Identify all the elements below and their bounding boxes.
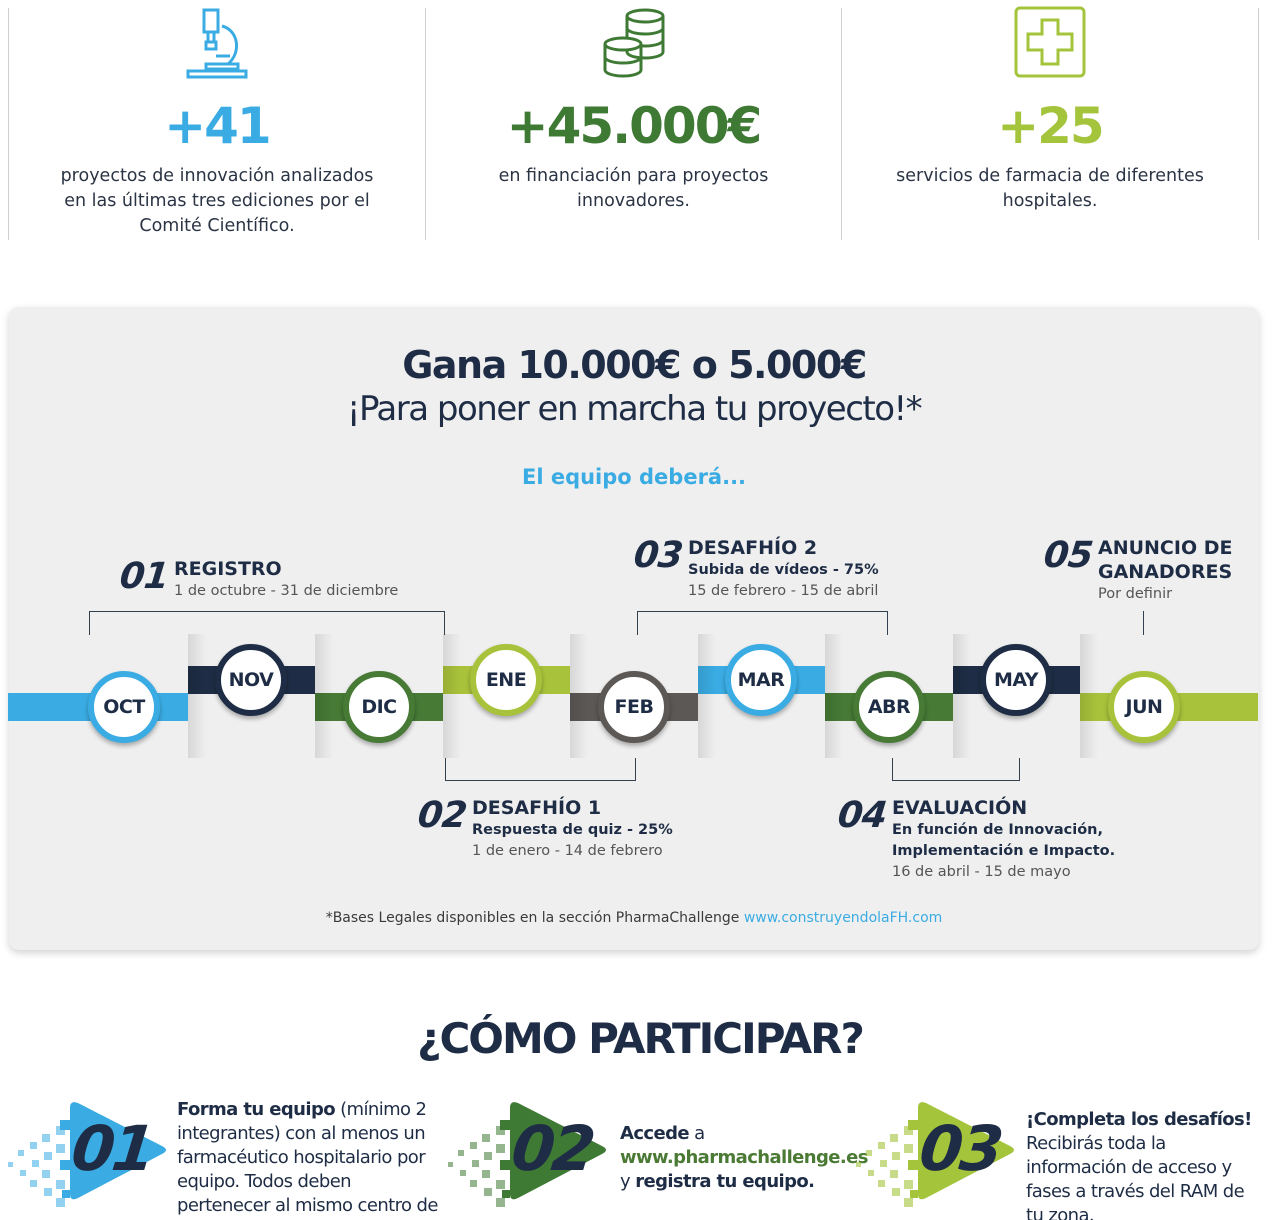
phase-dates: 15 de febrero - 15 de abril bbox=[688, 583, 879, 599]
play-icon bbox=[0, 1090, 170, 1220]
phase-detail: Implementación e Impacto. bbox=[892, 843, 1116, 859]
team-heading: El equipo deberá... bbox=[521, 465, 747, 489]
step-link[interactable]: www.pharmachallenge.es bbox=[620, 1147, 868, 1168]
phase-bracket bbox=[1143, 611, 1144, 635]
stat-value: +45.000€ bbox=[506, 97, 763, 155]
play-icon bbox=[440, 1090, 610, 1220]
phase-title: DESAFHÍO 1 bbox=[472, 797, 602, 819]
fold-shadow bbox=[570, 634, 588, 758]
phase-number: 01 bbox=[117, 556, 171, 597]
step-number: 03 bbox=[916, 1112, 1005, 1185]
phase-number: 04 bbox=[835, 795, 889, 836]
step-emphasis: ¡Completa los desafíos! bbox=[1026, 1109, 1252, 1130]
legal-text: *Bases Legales disponibles en la sección… bbox=[325, 910, 744, 926]
month-may: MAY bbox=[980, 644, 1052, 716]
phase-bracket bbox=[637, 611, 888, 635]
stat-description: servicios de farmacia de diferentes hosp… bbox=[896, 166, 1204, 211]
step-body: a bbox=[688, 1123, 705, 1144]
month-mar: MAR bbox=[725, 644, 797, 716]
divider bbox=[425, 8, 426, 240]
phase-bracket bbox=[89, 611, 445, 635]
panel-title: Gana 10.000€ o 5.000€ bbox=[402, 343, 867, 387]
month-ene: ENE bbox=[470, 644, 542, 716]
phase-detail: En función de Innovación, bbox=[892, 822, 1103, 838]
step-number: 01 bbox=[68, 1112, 157, 1185]
fold-shadow bbox=[1080, 634, 1098, 758]
fold-shadow bbox=[698, 634, 716, 758]
step-text: Forma tu equipo (mínimo 2 integrantes) c… bbox=[177, 1098, 439, 1220]
divider bbox=[1258, 8, 1259, 240]
step-emphasis: registra tu equipo. bbox=[635, 1171, 815, 1192]
month-nov: NOV bbox=[215, 644, 287, 716]
phase-number: 05 bbox=[1041, 535, 1095, 576]
divider bbox=[841, 8, 842, 240]
step-body: Recibirás toda la información de acceso … bbox=[1026, 1133, 1245, 1220]
step-text: Accede a www.pharmachallenge.es y regist… bbox=[620, 1122, 868, 1194]
fold-shadow bbox=[953, 634, 971, 758]
step-emphasis: Forma tu equipo bbox=[177, 1099, 336, 1120]
fold-shadow bbox=[825, 634, 843, 758]
step-body: y bbox=[620, 1171, 636, 1192]
month-feb: FEB bbox=[598, 671, 670, 743]
divider bbox=[8, 8, 9, 240]
phase-bracket bbox=[445, 758, 636, 781]
stat-value: +41 bbox=[164, 97, 271, 155]
month-abr: ABR bbox=[853, 671, 925, 743]
microscope-icon bbox=[186, 6, 248, 85]
legal-note: *Bases Legales disponibles en la sección… bbox=[9, 910, 1259, 926]
how-title: ¿CÓMO PARTICIPAR? bbox=[417, 1014, 865, 1063]
stat-description: proyectos de innovación analizados en la… bbox=[60, 166, 374, 236]
phase-title: GANADORES bbox=[1098, 561, 1233, 583]
fold-shadow bbox=[315, 634, 333, 758]
panel-subtitle: ¡Para poner en marcha tu proyecto!* bbox=[346, 389, 923, 429]
stat-projects: +41 proyectos de innovación analizados e… bbox=[9, 0, 425, 240]
step-text: ¡Completa los desafíos! Recibirás toda l… bbox=[1026, 1108, 1266, 1220]
stat-description: en financiación para proyectos innovador… bbox=[498, 166, 769, 211]
phase-title: DESAFHÍO 2 bbox=[688, 537, 818, 559]
step-number: 02 bbox=[508, 1112, 597, 1185]
stat-funding: +45.000€ en financiación para proyectos … bbox=[426, 0, 841, 240]
step-emphasis: Accede bbox=[620, 1123, 690, 1144]
phase-number: 03 bbox=[631, 535, 685, 576]
month-dic: DIC bbox=[343, 671, 415, 743]
phase-dates: 1 de octubre - 31 de diciembre bbox=[174, 583, 399, 599]
month-jun: JUN bbox=[1108, 671, 1180, 743]
phase-title: ANUNCIO DE bbox=[1098, 537, 1233, 559]
phase-number: 02 bbox=[415, 795, 469, 836]
coins-icon bbox=[601, 6, 667, 83]
phase-detail: Subida de vídeos - 75% bbox=[688, 562, 879, 578]
stat-services: +25 servicios de farmacia de diferentes … bbox=[842, 0, 1258, 240]
phase-dates: 1 de enero - 14 de febrero bbox=[472, 843, 663, 859]
stats-section: +41 proyectos de innovación analizados e… bbox=[0, 0, 1280, 240]
stat-value: +25 bbox=[997, 97, 1104, 155]
legal-link[interactable]: www.construyendolaFH.com bbox=[743, 910, 943, 926]
medical-cross-icon bbox=[1014, 6, 1086, 83]
step-3: 03 ¡Completa los desafíos! Recibirás tod… bbox=[848, 1090, 1268, 1220]
phase-bracket bbox=[892, 758, 1020, 781]
step-1: 01 Forma tu equipo (mínimo 2 integrantes… bbox=[0, 1090, 440, 1220]
phase-detail: Respuesta de quiz - 25% bbox=[472, 822, 673, 838]
phase-title: REGISTRO bbox=[174, 558, 282, 580]
step-body: (mínimo 2 integrantes) con al menos un f… bbox=[177, 1099, 438, 1220]
phase-title: EVALUACIÓN bbox=[892, 797, 1028, 819]
timeline-panel: Gana 10.000€ o 5.000€ ¡Para poner en mar… bbox=[9, 307, 1259, 950]
fold-shadow bbox=[188, 634, 206, 758]
fold-shadow bbox=[443, 634, 461, 758]
phase-dates: 16 de abril - 15 de mayo bbox=[892, 864, 1071, 880]
play-icon bbox=[848, 1090, 1018, 1220]
month-oct: OCT bbox=[88, 671, 160, 743]
phase-dates: Por definir bbox=[1098, 586, 1173, 602]
step-2: 02 Accede a www.pharmachallenge.es y reg… bbox=[440, 1090, 868, 1220]
